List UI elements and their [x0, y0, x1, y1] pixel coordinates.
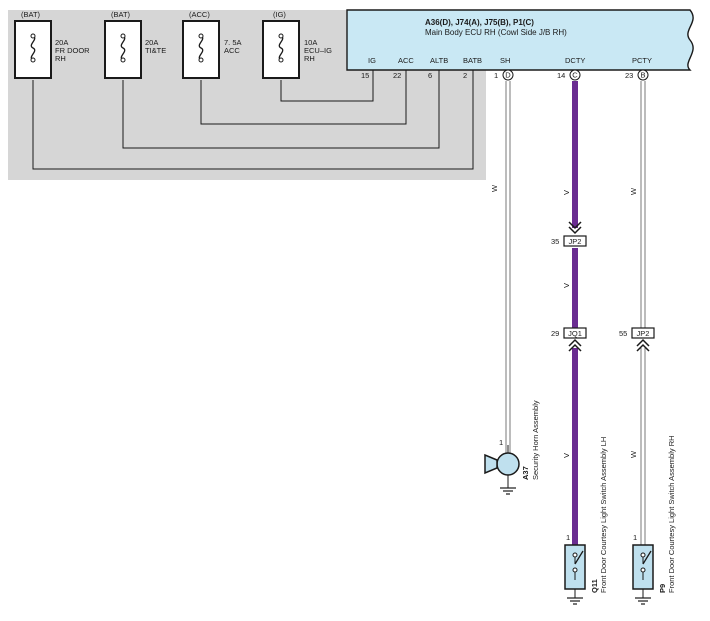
- pin-number-batb: 2: [463, 71, 467, 80]
- wire-sh: W: [490, 81, 511, 456]
- fuse-tite: (BAT) 20A TI&TE: [104, 10, 166, 79]
- component-code: P9: [658, 584, 667, 593]
- pin-number-dcty: 14: [557, 71, 565, 80]
- junction-jp2-35: JP2 35: [551, 221, 587, 247]
- pin-name-sh: SH: [500, 56, 510, 65]
- pin-number-ig: 15: [361, 71, 369, 80]
- component-pin: 1: [633, 533, 637, 542]
- pin-number-acc: 22: [393, 71, 401, 80]
- component-pin: 1: [566, 533, 570, 542]
- wire-dcty: V V V: [562, 81, 578, 545]
- fuse-name: ACC: [224, 46, 240, 55]
- ecu-subtitle: Main Body ECU RH (Cowl Side J/B RH): [425, 28, 567, 37]
- component-name: Front Door Courtesy Light Switch Assembl…: [599, 437, 608, 593]
- door-switch-icon: 1 Q11 Front Door Courtesy Light Switch A…: [564, 437, 608, 605]
- connector-badge-c: C: [569, 69, 581, 81]
- svg-text:JP2: JP2: [569, 237, 582, 246]
- fuse-rating: 20A: [55, 38, 68, 47]
- junction-pin: 29: [551, 329, 559, 338]
- wire-color-label: W: [629, 450, 638, 458]
- svg-text:JQ1: JQ1: [568, 329, 582, 338]
- fuse-name: ECU–IG: [304, 46, 332, 55]
- junction-pin: 55: [619, 329, 627, 338]
- fuse-source: (IG): [273, 10, 286, 19]
- door-switch-icon: 1 P9 Front Door Courtesy Light Switch As…: [632, 435, 676, 605]
- fuse-rating: 7. 5A: [224, 38, 242, 47]
- pin-name-ig: IG: [368, 56, 376, 65]
- fuse-name: TI&TE: [145, 46, 166, 55]
- pin-name-altb: ALTB: [430, 56, 448, 65]
- pin-number-sh: 1: [494, 71, 498, 80]
- junction-pin: 35: [551, 237, 559, 246]
- svg-text:JP2: JP2: [637, 329, 650, 338]
- pin-name-batb: BATB: [463, 56, 482, 65]
- pin-name-pcty: PCTY: [632, 56, 652, 65]
- wire-pcty: W W: [629, 81, 646, 545]
- wire-color-label: W: [490, 184, 499, 192]
- internal-wiring: [32, 70, 474, 170]
- fuse-fr-door: (BAT) 20A FR DOOR RH: [14, 10, 90, 79]
- wire-color-label: W: [629, 187, 638, 195]
- svg-text:B: B: [640, 71, 645, 80]
- ecu-box: [346, 9, 694, 71]
- pin-name-dcty: DCTY: [565, 56, 585, 65]
- junction-jq1-29: JQ1 29: [551, 327, 587, 352]
- component-name: Security Horn Assembly: [531, 400, 540, 480]
- component-pin: 1: [499, 438, 503, 447]
- wire-color-label: V: [562, 283, 571, 288]
- connector-badge-d: D: [502, 69, 514, 81]
- wire-color-label: V: [562, 453, 571, 458]
- fuse-rating: 20A: [145, 38, 158, 47]
- component-code: Q11: [590, 579, 599, 593]
- component-name: Front Door Courtesy Light Switch Assembl…: [667, 435, 676, 593]
- fuse-name-2: RH: [55, 54, 66, 63]
- pin-number-pcty: 23: [625, 71, 633, 80]
- fuse-source: (ACC): [189, 10, 210, 19]
- ecu-title: A36(D), J74(A), J75(B), P1(C): [425, 18, 534, 27]
- fuse-source: (BAT): [111, 10, 131, 19]
- fuse-name: FR DOOR: [55, 46, 90, 55]
- horn-icon: 1 A37 Security Horn Assembly: [484, 400, 540, 495]
- fuse-acc: (ACC) 7. 5A ACC: [182, 10, 242, 79]
- junction-jp2-55: JP2 55: [619, 327, 655, 352]
- connector-badge-b: B: [637, 69, 649, 81]
- fuse-name-2: RH: [304, 54, 315, 63]
- svg-text:D: D: [505, 71, 511, 80]
- fuse-rating: 10A: [304, 38, 317, 47]
- component-code: A37: [521, 466, 530, 480]
- fuse-ecu-ig: (IG) 10A ECU–IG RH: [262, 10, 332, 79]
- pin-number-altb: 6: [428, 71, 432, 80]
- fuse-source: (BAT): [21, 10, 41, 19]
- svg-text:C: C: [572, 71, 578, 80]
- pin-name-acc: ACC: [398, 56, 414, 65]
- wire-color-label: V: [562, 190, 571, 195]
